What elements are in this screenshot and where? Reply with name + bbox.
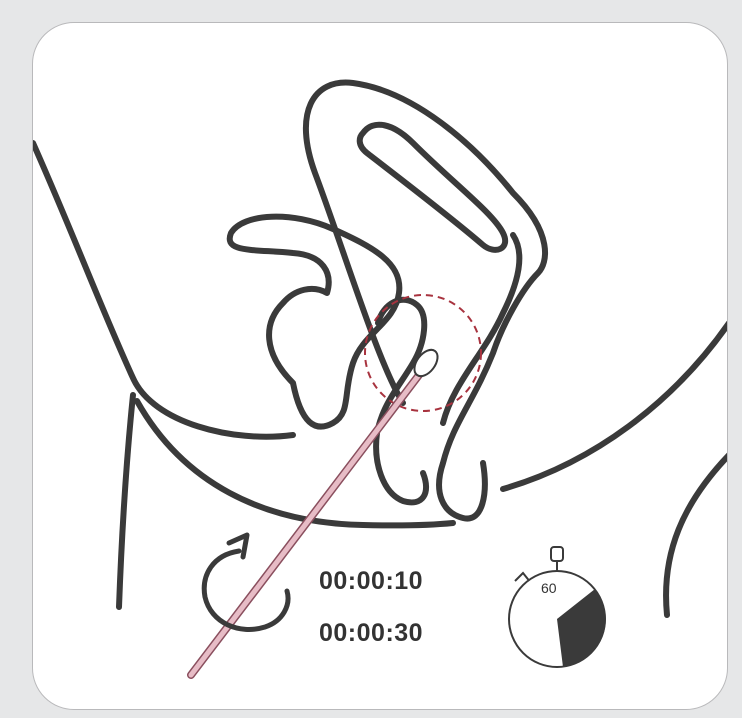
bladder-outline — [230, 217, 400, 427]
abdomen-outline — [503, 323, 728, 489]
leg-outline — [119, 395, 133, 607]
timer-label: 60 — [541, 580, 557, 596]
rectum-outline — [443, 235, 519, 423]
back-outline — [33, 143, 293, 437]
stopwatch-icon — [509, 547, 606, 667]
first-time-label: 00:00:10 — [319, 567, 423, 596]
uterine-cavity — [360, 125, 505, 250]
thigh-outline — [666, 455, 728, 615]
second-time-label: 00:00:30 — [319, 619, 423, 648]
rotation-arrow-icon — [204, 535, 288, 629]
illustration-card: 00:00:10 00:00:30 60 — [32, 22, 728, 710]
anatomy-diagram — [33, 23, 728, 710]
